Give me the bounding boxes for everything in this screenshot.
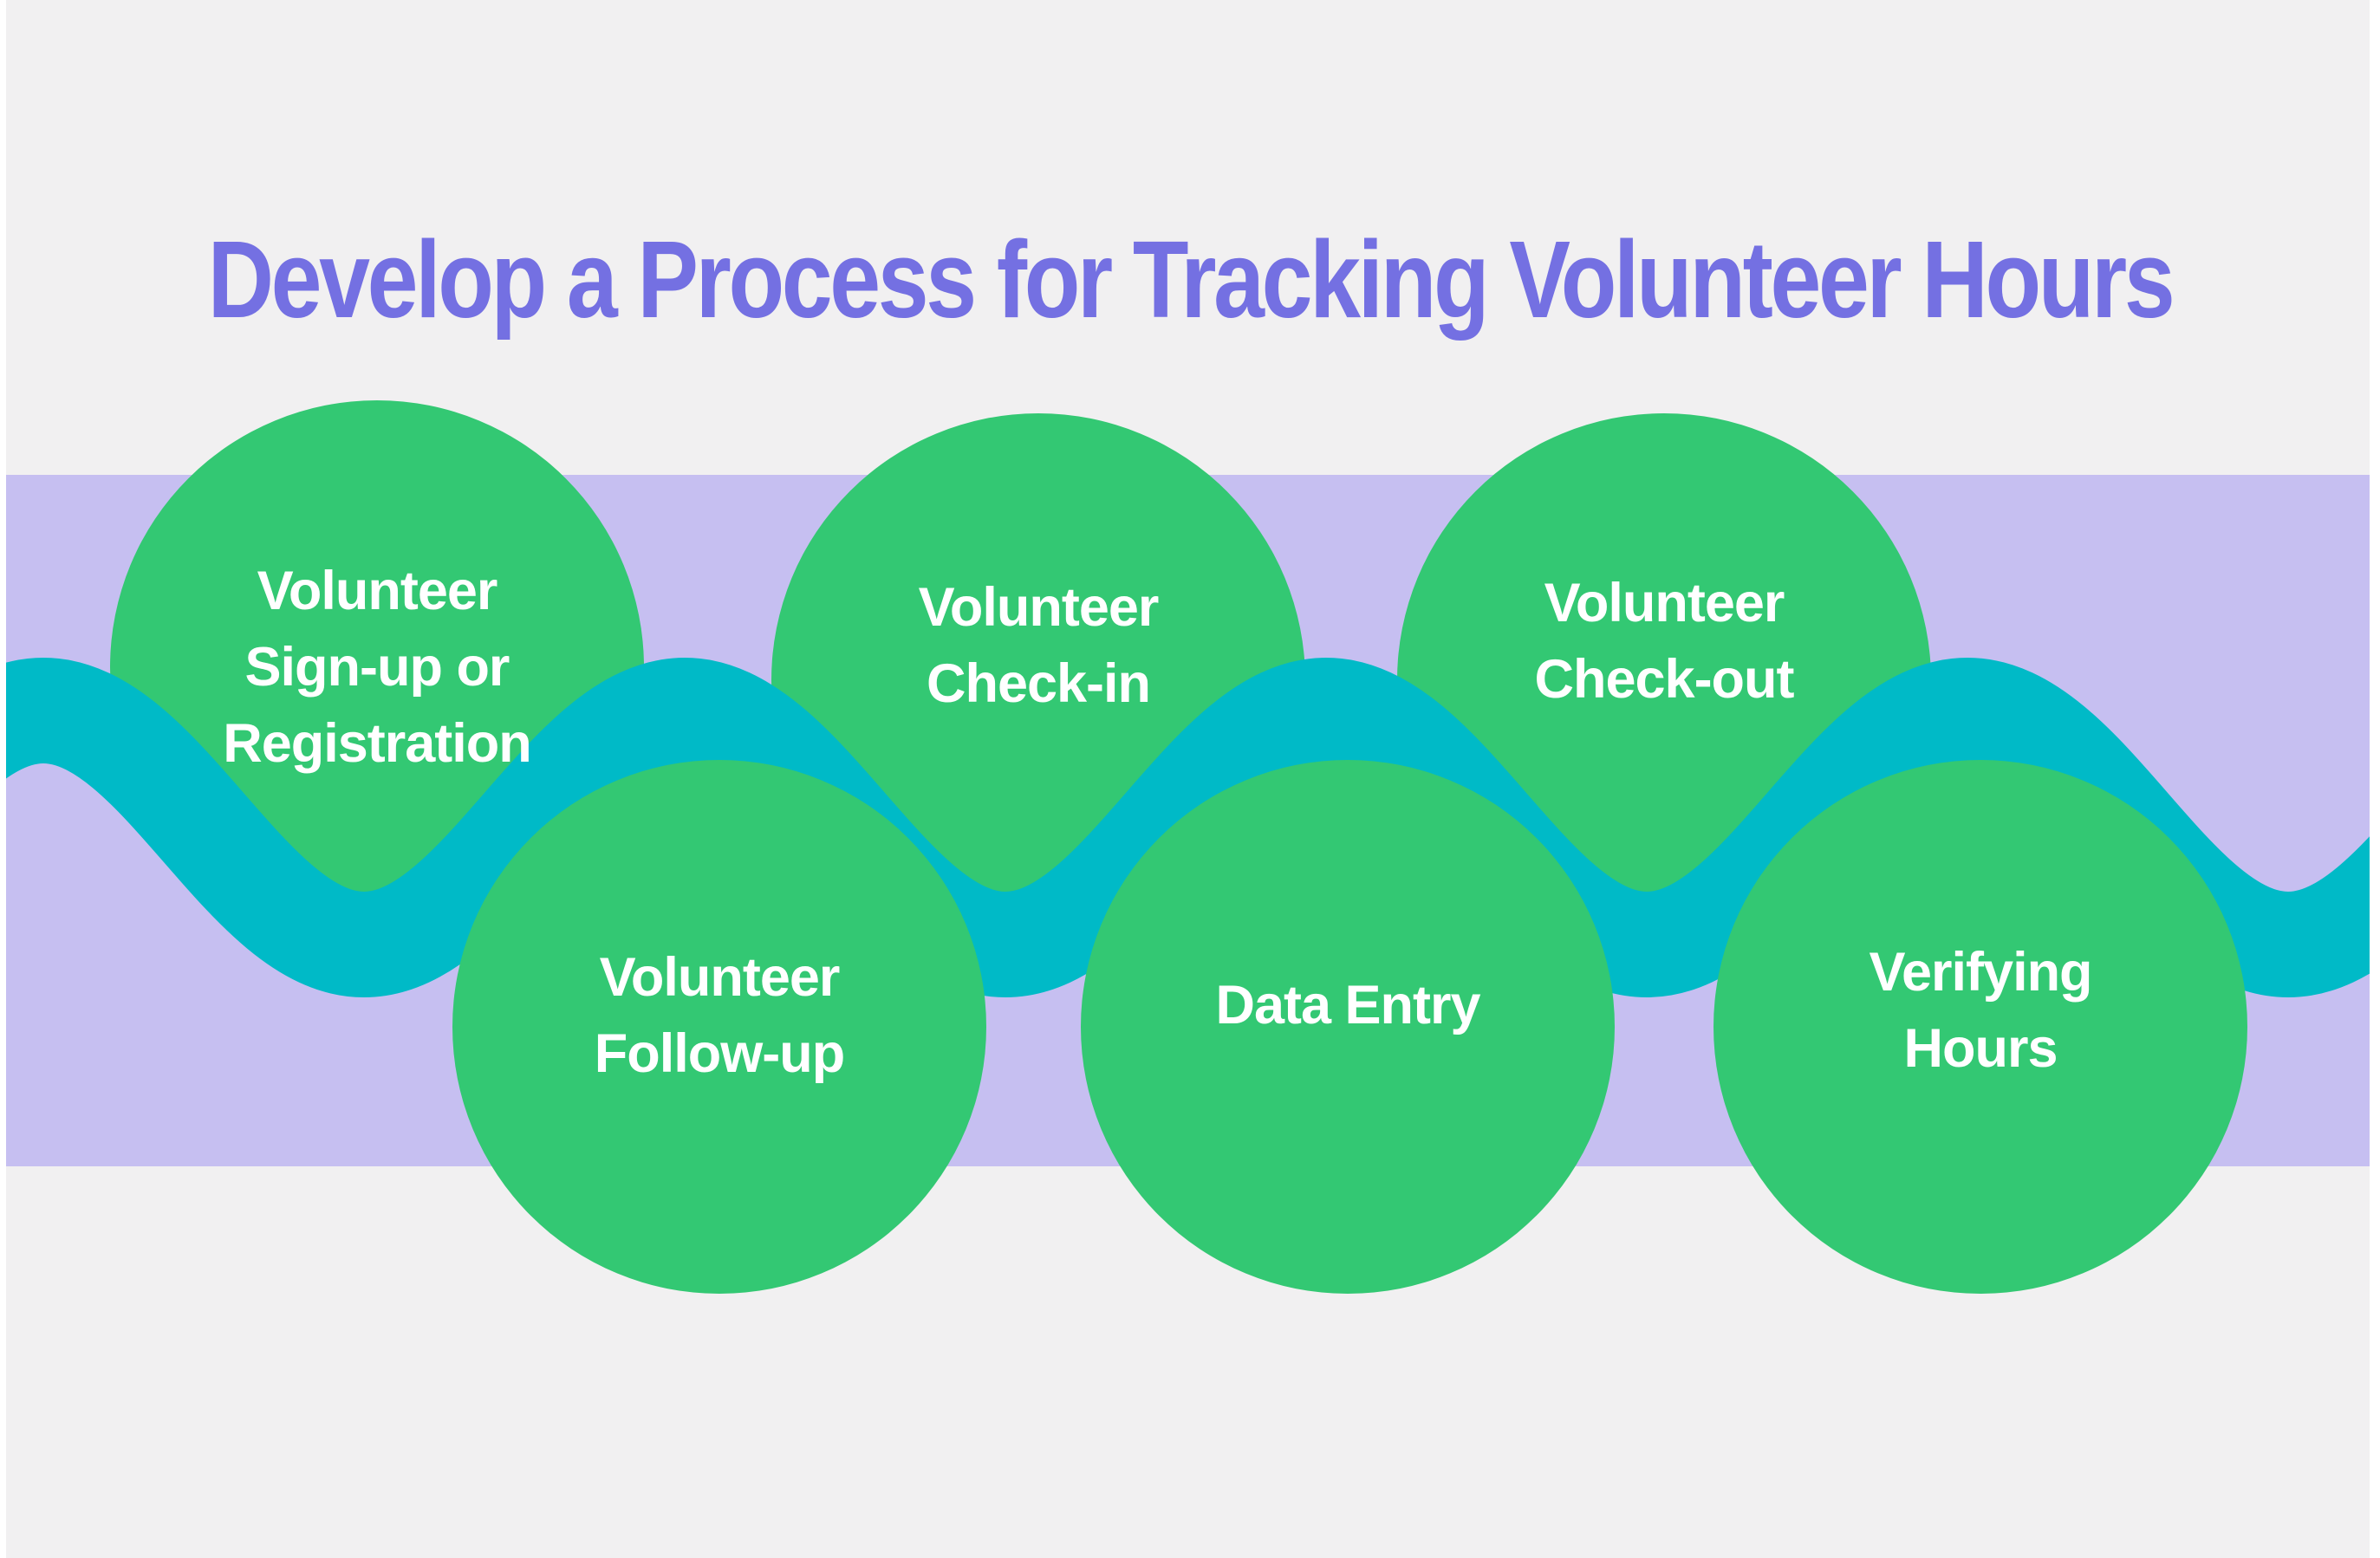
step-label-line: Check-in <box>926 653 1151 714</box>
step-label-line: Volunteer <box>918 577 1160 638</box>
step-label-line: Registration <box>223 713 532 774</box>
step-label-volunteer-follow-up: Volunteer Follow-up <box>442 939 997 1092</box>
step-label-line: Verifying <box>1869 942 2092 1003</box>
page-title: Develop a Process for Tracking Volunteer… <box>207 218 2175 341</box>
step-label-line: Volunteer <box>257 561 498 621</box>
step-label-data-entry: Data Entry <box>1070 967 1625 1043</box>
step-label-line: Data Entry <box>1215 975 1480 1035</box>
step-label-verifying-hours: Verifying Hours <box>1703 934 2258 1087</box>
step-label-line: Volunteer <box>599 947 841 1008</box>
step-label-line: Follow-up <box>594 1023 845 1084</box>
step-circle-data-entry <box>1081 760 1615 1294</box>
step-circle-verifying-hours <box>1713 760 2247 1294</box>
step-label-volunteer-check-in: Volunteer Check-in <box>761 569 1316 722</box>
step-label-line: Sign-up or <box>244 637 510 698</box>
step-label-line: Check-out <box>1534 649 1794 710</box>
step-label-volunteer-signup: Volunteer Sign-up or Registration <box>100 553 654 782</box>
step-label-line: Volunteer <box>1544 573 1785 633</box>
step-circle-volunteer-follow-up <box>452 760 986 1294</box>
step-label-volunteer-check-out: Volunteer Check-out <box>1387 565 1941 717</box>
step-label-line: Hours <box>1903 1018 2058 1079</box>
